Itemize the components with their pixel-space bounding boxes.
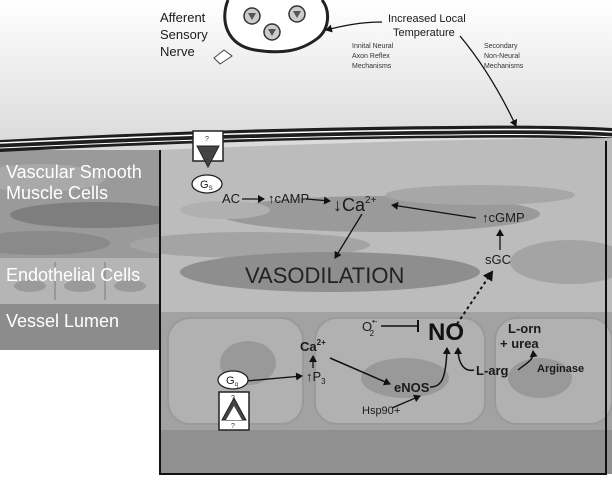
superoxide-label: O•-2 (362, 317, 378, 338)
svg-text:?: ? (231, 395, 235, 402)
gs-label: GS (200, 179, 213, 192)
ca-endo-label: Ca2+ (300, 338, 326, 354)
urea-label: + urea (500, 336, 539, 351)
axon-reflex-label-1: Innital Neural (352, 43, 394, 50)
lumen-label: Vessel Lumen (6, 311, 119, 331)
camp-label: ↑cAMP (268, 191, 309, 206)
left-tissue (0, 150, 180, 350)
gs-protein (191, 174, 223, 194)
l-arg-to-no-arrow (454, 347, 475, 372)
gs-receptor: ? ? (192, 130, 224, 169)
svg-text:?: ? (205, 159, 209, 166)
enos-label: eNOS (394, 380, 430, 395)
afferent-nerve-label-1: Afferent (160, 10, 206, 25)
axon-reflex-label-2: Axon Reflex (352, 53, 390, 60)
l-arg-label: L-arg (476, 363, 509, 378)
vsmc-label-2: Muscle Cells (6, 183, 108, 203)
vessel-wall (0, 125, 612, 152)
l-orn-label: L-orn (508, 321, 541, 336)
ac-label: AC (222, 191, 240, 206)
hsp90-to-enos-arrow (391, 394, 421, 409)
nerve-terminal (213, 0, 329, 65)
temp-to-vessel-arrow (459, 35, 518, 127)
afferent-nerve-label-2: Sensory (160, 27, 208, 42)
axon-reflex-label-3: Mechanisms (352, 63, 392, 70)
cgmp-to-ca-arrow (391, 201, 477, 219)
svg-text:?: ? (231, 423, 235, 430)
ca-decrease-label: ↓Ca2+ (333, 195, 377, 215)
secondary-label-2: Non-Neural (484, 53, 520, 60)
afferent-nerve-label-3: Nerve (160, 44, 195, 59)
endothelial-label: Endothelial Cells (6, 265, 140, 285)
ip3-label: ↑P3 (306, 369, 326, 386)
arginase-label: Arginase (537, 363, 584, 375)
camp-to-ca-arrow (305, 196, 331, 205)
cgmp-label: ↑cGMP (482, 210, 525, 225)
gq-label: Gq (226, 375, 238, 388)
gq-protein (217, 370, 249, 390)
no-label: NO (428, 319, 464, 346)
ca-to-vasodilation-arrow (334, 213, 363, 259)
temp-to-nerve-arrow (325, 21, 383, 33)
enos-to-no-arrow (429, 347, 451, 388)
gq-receptor: ? ? (218, 391, 250, 431)
vsmc-label-1: Vascular Smooth (6, 162, 142, 182)
hsp90-label: Hsp90 (362, 405, 394, 417)
no-to-sgc-arrow (456, 270, 494, 325)
increased-temp-label-1: Increased Local (388, 13, 466, 25)
ca-to-enos-arrow (329, 357, 391, 386)
vasodilation-label: VASODILATION (245, 263, 404, 288)
receptor-icon (213, 49, 233, 65)
svg-text:?: ? (205, 136, 209, 143)
increased-temp-label-2: Temperature (393, 27, 455, 39)
gq-to-ip3-arrow (245, 372, 303, 382)
arginase-arrow (517, 350, 538, 371)
secondary-label-1: Secondary (484, 43, 518, 50)
secondary-label-3: Mechanisms (484, 63, 524, 70)
hsp90-plus: + (394, 405, 400, 417)
sgc-label: sGC (485, 252, 511, 267)
